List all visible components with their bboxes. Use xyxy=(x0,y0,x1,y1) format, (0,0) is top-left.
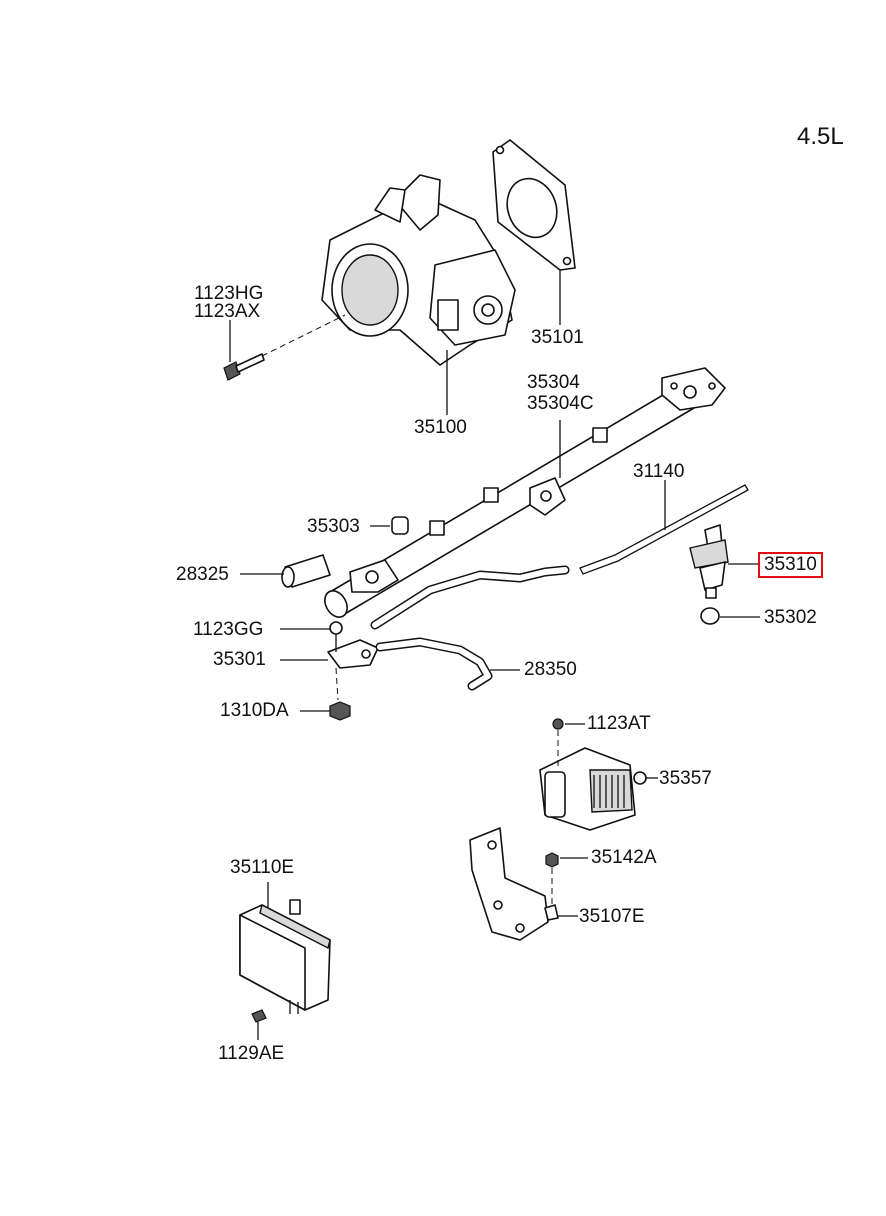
part-label-35110E[interactable]: 35110E xyxy=(230,857,295,878)
part-label-1123GG[interactable]: 1123GG xyxy=(193,619,264,640)
bracket-35107E[interactable] xyxy=(469,827,578,941)
part-label-28350[interactable]: 28350 xyxy=(524,659,577,680)
screw-1123AT[interactable] xyxy=(552,718,585,770)
nut-35142A[interactable] xyxy=(545,852,588,905)
screw-1129AE[interactable] xyxy=(251,1009,267,1040)
part-label-1123AX[interactable]: 1123AX xyxy=(194,301,261,322)
hose-28350[interactable] xyxy=(375,637,520,691)
cap-28325[interactable] xyxy=(240,554,331,588)
part-label-1129AE[interactable]: 1129AE xyxy=(218,1043,285,1064)
fuel-rail-35304[interactable] xyxy=(320,367,726,621)
part-label-35107E[interactable]: 35107E xyxy=(579,906,645,927)
part-label-1123AT[interactable]: 1123AT xyxy=(587,713,651,734)
oring-35302[interactable] xyxy=(700,607,760,625)
part-label-35304C[interactable]: 35304C xyxy=(527,393,594,414)
engine-size-label: 4.5L xyxy=(797,123,844,150)
module-35110E[interactable] xyxy=(239,882,331,1014)
part-label-35310-highlighted[interactable]: 35310 xyxy=(758,552,823,578)
nut-1310DA[interactable] xyxy=(300,701,351,721)
part-label-35100[interactable]: 35100 xyxy=(414,417,467,438)
part-label-35302[interactable]: 35302 xyxy=(764,607,817,628)
part-label-1123HG[interactable]: 1123HG xyxy=(194,283,264,304)
part-label-1310DA[interactable]: 1310DA xyxy=(220,700,289,721)
hose-31140[interactable] xyxy=(579,480,749,575)
injector-35310[interactable] xyxy=(689,524,758,599)
part-label-35301[interactable]: 35301 xyxy=(213,649,266,670)
hose-return xyxy=(370,565,570,630)
part-label-35142A[interactable]: 35142A xyxy=(591,847,657,868)
part-label-35101[interactable]: 35101 xyxy=(531,327,584,348)
part-label-35304[interactable]: 35304 xyxy=(527,372,580,393)
gasket-35101[interactable] xyxy=(492,139,576,325)
part-label-28325[interactable]: 28325 xyxy=(176,564,229,585)
part-label-35303[interactable]: 35303 xyxy=(307,516,360,537)
bracket-35301[interactable] xyxy=(280,621,379,701)
actuator-35357[interactable] xyxy=(539,747,658,831)
part-label-31140[interactable]: 31140 xyxy=(633,461,685,482)
part-label-35357[interactable]: 35357 xyxy=(659,768,712,789)
seal-35303[interactable] xyxy=(370,516,409,535)
bolt-1123HG[interactable] xyxy=(223,314,346,381)
throttle-body-35100[interactable] xyxy=(321,174,516,415)
